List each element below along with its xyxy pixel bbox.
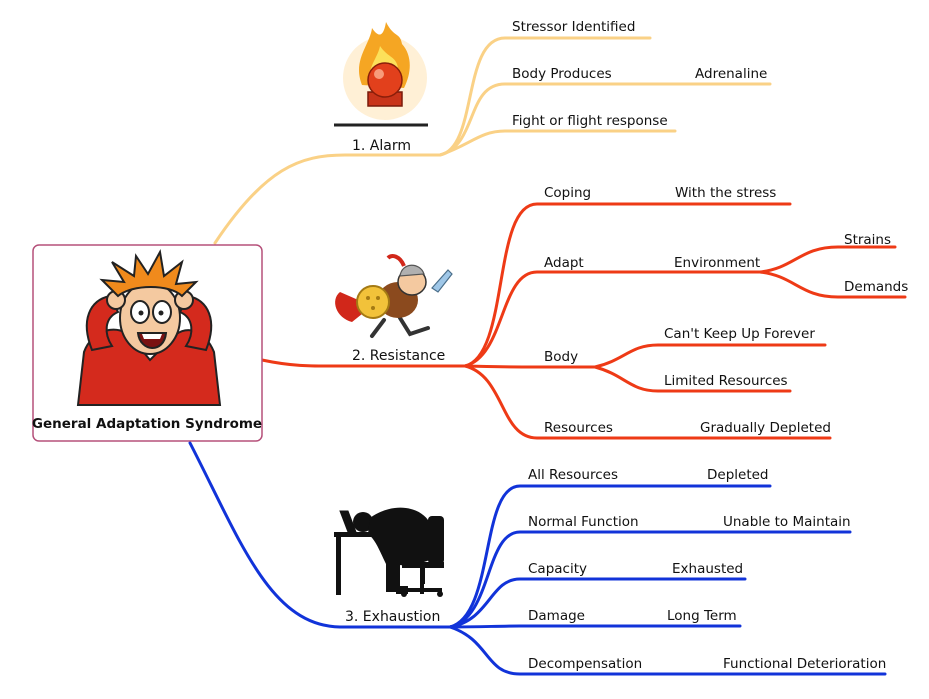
- central-to-resistance-branch: [260, 358, 467, 368]
- exhaustion-item-depleted[interactable]: Depleted: [707, 467, 769, 483]
- resistance-item-body[interactable]: Body: [544, 349, 578, 365]
- exhaustion-to-capacity-line: [448, 577, 747, 629]
- resistance-item-demands[interactable]: Demands: [844, 279, 908, 295]
- exhaustion-item-long-term[interactable]: Long Term: [667, 608, 737, 624]
- exhaustion-connectors: [188, 441, 887, 676]
- central-to-exhaustion-branch: [188, 441, 452, 629]
- resistance-item-coping[interactable]: Coping: [544, 185, 591, 201]
- warrior-with-shield-icon: [335, 254, 453, 338]
- resistance-to-coping-line: [463, 202, 792, 368]
- exhaustion-item-normal-function[interactable]: Normal Function: [528, 514, 639, 530]
- central-to-alarm-branch: [213, 153, 442, 245]
- alarm-bell-fire-icon: [334, 22, 428, 127]
- alarm-branch[interactable]: 1. Alarm Stressor Identified Body Produc…: [334, 19, 767, 154]
- resistance-item-gradually-depleted[interactable]: Gradually Depleted: [700, 420, 831, 436]
- resistance-item-keep-up[interactable]: Can't Keep Up Forever: [664, 326, 815, 342]
- central-topic-title: General Adaptation Syndrome: [32, 416, 262, 432]
- exhaustion-item-all-resources[interactable]: All Resources: [528, 467, 618, 483]
- alarm-to-fight-flight-line: [438, 129, 677, 157]
- resistance-connectors: [260, 202, 907, 440]
- body-to-limited-line: [593, 365, 792, 393]
- stressed-man-icon: [76, 248, 222, 406]
- resistance-item-limited[interactable]: Limited Resources: [664, 373, 788, 389]
- alarm-item-adrenaline[interactable]: Adrenaline: [695, 66, 767, 82]
- slumped-at-desk-icon: [334, 507, 444, 597]
- alarm-label: 1. Alarm: [352, 138, 411, 154]
- resistance-item-environment[interactable]: Environment: [674, 255, 760, 271]
- exhaustion-to-decompensation-line: [448, 625, 887, 676]
- adapt-to-demands-line: [758, 270, 907, 299]
- resistance-branch[interactable]: 2. Resistance Coping With the stress Ada…: [335, 185, 908, 436]
- resistance-to-adapt-line: [463, 270, 762, 368]
- resistance-label: 2. Resistance: [352, 348, 445, 364]
- exhaustion-item-exhausted[interactable]: Exhausted: [672, 561, 743, 577]
- exhaustion-item-damage[interactable]: Damage: [528, 608, 585, 624]
- alarm-item-fight-flight[interactable]: Fight or flight response: [512, 113, 668, 129]
- alarm-item-stressor[interactable]: Stressor Identified: [512, 19, 635, 35]
- exhaustion-item-decompensation[interactable]: Decompensation: [528, 656, 642, 672]
- exhaustion-item-functional-deterioration[interactable]: Functional Deterioration: [723, 656, 886, 672]
- resistance-item-resources[interactable]: Resources: [544, 420, 613, 436]
- adapt-to-strains-line: [758, 245, 897, 274]
- alarm-connectors: [213, 36, 772, 245]
- exhaustion-to-all-resources-line: [448, 484, 772, 629]
- alarm-to-stressor-line: [438, 36, 652, 157]
- exhaustion-item-capacity[interactable]: Capacity: [528, 561, 587, 577]
- resistance-to-body-line: [463, 364, 597, 369]
- exhaustion-label: 3. Exhaustion: [345, 609, 440, 625]
- resistance-item-strains[interactable]: Strains: [844, 232, 891, 248]
- body-to-keep-up-line: [593, 343, 827, 369]
- exhaustion-to-normal-function-line: [448, 530, 852, 629]
- exhaustion-branch[interactable]: 3. Exhaustion All Resources Depleted Nor…: [334, 467, 886, 672]
- resistance-to-resources-line: [463, 364, 832, 440]
- exhaustion-to-damage-line: [448, 624, 742, 629]
- central-topic[interactable]: General Adaptation Syndrome: [32, 244, 263, 442]
- resistance-item-with-stress[interactable]: With the stress: [675, 185, 776, 201]
- resistance-item-adapt[interactable]: Adapt: [544, 255, 584, 271]
- exhaustion-item-unable-maintain[interactable]: Unable to Maintain: [723, 514, 851, 530]
- alarm-item-body-produces[interactable]: Body Produces: [512, 66, 612, 82]
